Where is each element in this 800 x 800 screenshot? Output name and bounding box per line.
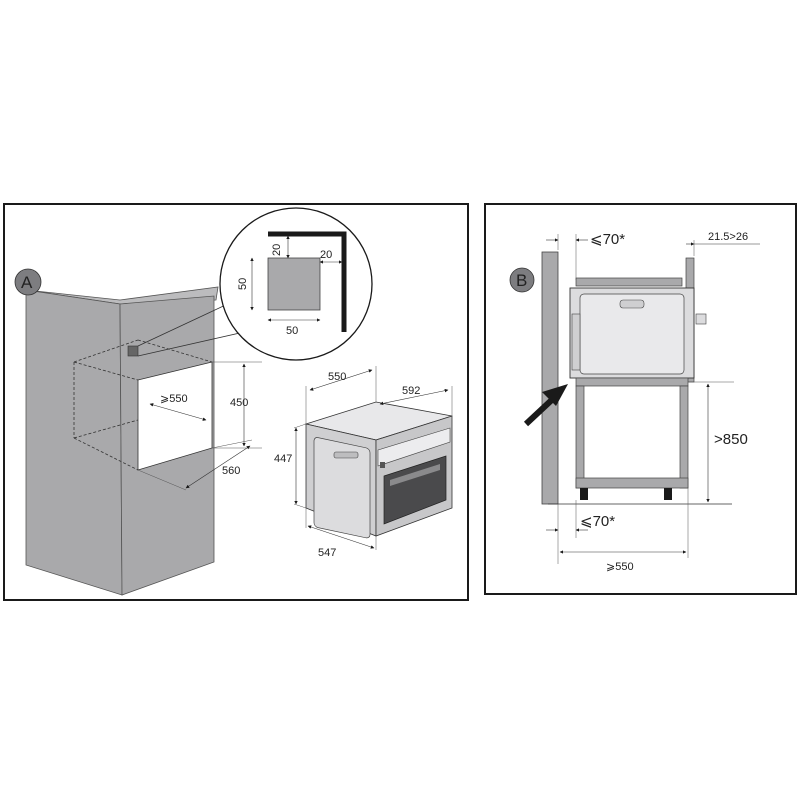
dim-oven-height: 447 xyxy=(274,453,292,465)
oven-illustration xyxy=(304,401,453,539)
panel-b-label: B xyxy=(516,271,527,290)
panel-b-frame xyxy=(484,203,797,595)
wall xyxy=(541,251,559,505)
dim-oven-front-width: 547 xyxy=(318,547,336,559)
vent-opening xyxy=(127,345,139,357)
dim-notch-top: 20 xyxy=(271,244,283,256)
dim-notch-right: 20 xyxy=(320,249,332,261)
dim-opening-depth: ⩾550 xyxy=(160,393,188,405)
cabinet-dimensions: ⩾550 450 560 xyxy=(137,361,262,491)
panel-b: ⩽70* 21.5>26 >850 ⩽70* ⩾550 B xyxy=(484,203,797,595)
airflow-arrow-icon xyxy=(523,384,568,427)
dim-depth: ⩾550 xyxy=(606,561,634,573)
panel-a-badge: A xyxy=(14,268,42,296)
oven-dimensions: 550 592 447 547 xyxy=(274,366,453,559)
vent-detail: 20 20 50 50 xyxy=(219,207,373,361)
dim-oven-depth: 550 xyxy=(328,371,346,383)
dim-panel-thickness: 21.5>26 xyxy=(708,231,748,243)
dim-oven-width: 592 xyxy=(402,385,420,397)
dim-opening-height: 450 xyxy=(230,397,248,409)
dim-vent-height: 50 xyxy=(237,278,249,290)
panel-a-label: A xyxy=(21,273,33,292)
dim-top-gap: ⩽70* xyxy=(590,231,625,248)
dim-opening-width: 560 xyxy=(222,465,240,477)
dim-vent-width: 50 xyxy=(286,325,298,337)
dim-bottom-gap: ⩽70* xyxy=(580,513,615,530)
panel-b-badge: B xyxy=(509,267,535,293)
dim-height: >850 xyxy=(714,431,748,448)
oven-side-view xyxy=(569,287,707,379)
panel-a: 20 20 50 50 ⩾550 450 560 xyxy=(3,203,469,601)
cabinet-illustration xyxy=(25,286,219,596)
